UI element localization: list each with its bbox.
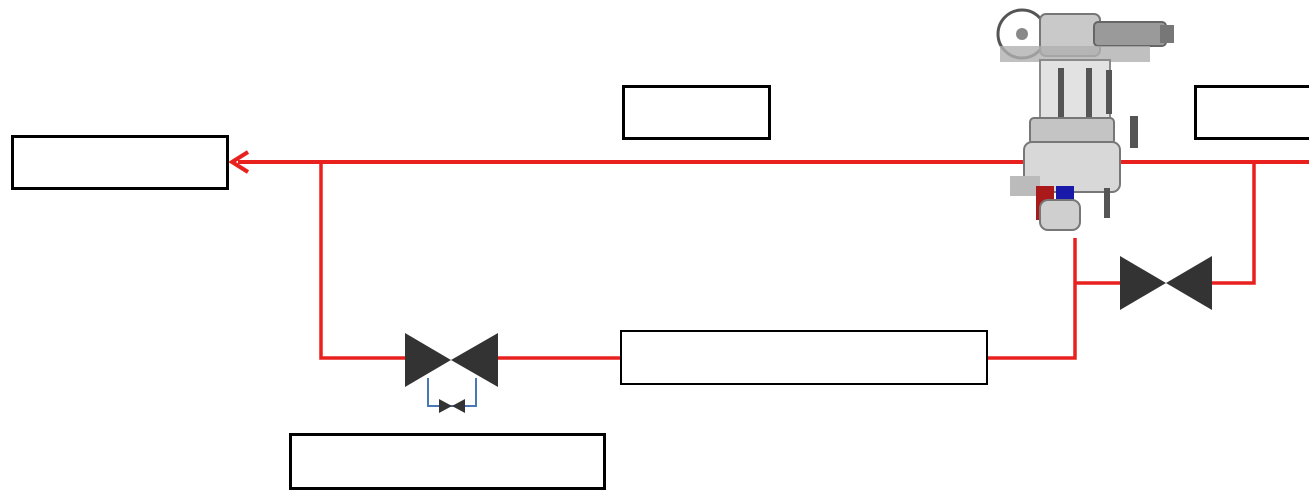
gate-valve-icon <box>1120 256 1212 310</box>
bypass-pipe <box>319 162 1256 360</box>
actuator-detail <box>1104 70 1138 218</box>
small-bypass-valve-icon <box>427 378 477 413</box>
bypass-valve-label-box <box>289 433 606 490</box>
inlet-label-box <box>1194 85 1309 140</box>
outlet-label-box <box>11 135 229 190</box>
gate-valve-icon <box>405 333 498 387</box>
electric-actuator-control-valve-icon <box>996 8 1174 231</box>
equipment-label-box <box>620 330 988 385</box>
main-line-label-box <box>622 85 771 140</box>
flow-arrow-icon <box>228 150 250 174</box>
